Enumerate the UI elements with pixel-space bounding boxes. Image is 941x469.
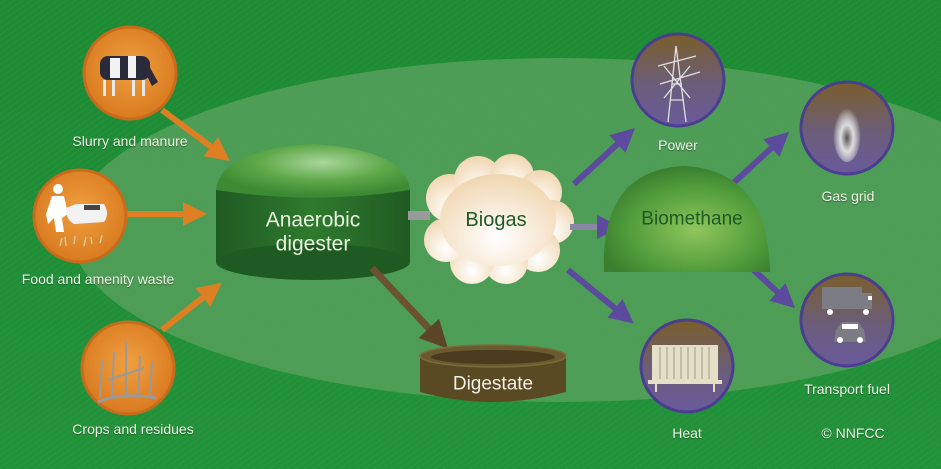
pipe-to-biogas [408, 211, 430, 220]
label-power: Power [658, 137, 698, 153]
biogas-cloud [424, 154, 574, 284]
biomethane-dome [603, 166, 770, 272]
feedstock-crops [80, 320, 176, 416]
cow-icon [100, 56, 158, 96]
biomethane-label: Biomethane [641, 208, 743, 230]
copyright-notice: © NNFCC [821, 425, 885, 441]
label-transport-fuel: Transport fuel [804, 381, 890, 397]
mower-icon [46, 184, 107, 247]
arrow-slurry-to-digester [160, 107, 230, 161]
label-food-waste: Food and amenity waste [21, 271, 175, 287]
digester-label: Anaerobic digester [266, 208, 361, 255]
radiator-icon [648, 345, 722, 392]
feedstock-slurry [82, 25, 178, 121]
arrow-digester-to-digestate [369, 265, 448, 349]
vehicles-icon [822, 287, 872, 343]
label-heat: Heat [672, 425, 702, 441]
crops-icon [97, 342, 157, 404]
label-crops: Crops and residues [72, 421, 194, 437]
pylon-icon [657, 45, 701, 123]
arrow-crops-to-digester [160, 282, 222, 333]
arrow-biomethane-to-gasgrid [725, 131, 790, 191]
label-slurry: Slurry and manure [72, 133, 188, 149]
flame-icon [833, 102, 861, 162]
output-power [630, 32, 726, 128]
anaerobic-digester [216, 144, 410, 280]
digester-label-line2: digester [275, 232, 351, 255]
output-transport-fuel [799, 272, 895, 368]
biogas-label: Biogas [465, 208, 527, 231]
digestate-label: Digestate [452, 373, 534, 395]
label-gas-grid: Gas grid [821, 188, 875, 204]
digestate-tank [419, 344, 567, 402]
arrow-biogas-to-heat [566, 267, 634, 324]
output-gas-grid [799, 80, 895, 176]
feedstock-food-waste [32, 168, 128, 264]
digester-label-line1: Anaerobic [265, 208, 361, 232]
arrow-biogas-to-power [571, 127, 636, 187]
output-heat [639, 318, 735, 414]
